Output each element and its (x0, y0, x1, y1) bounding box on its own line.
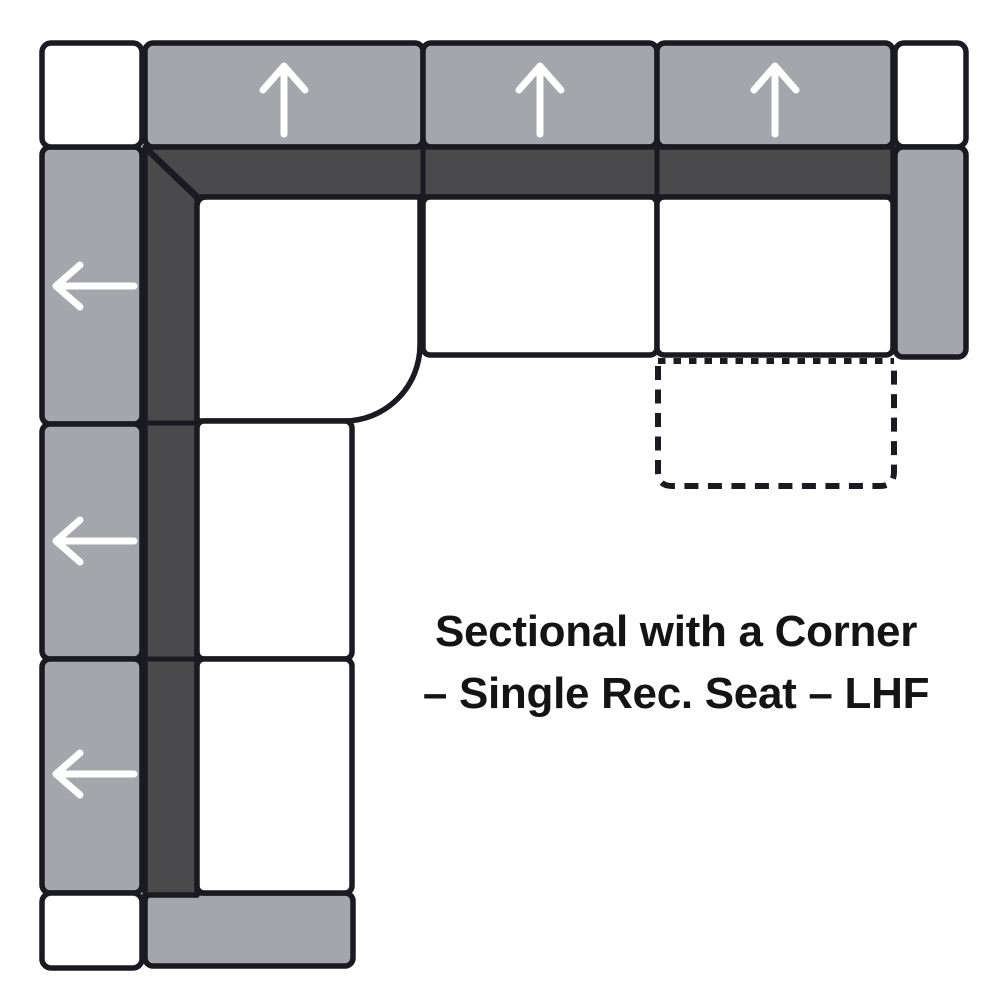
corner-seat (194, 194, 423, 424)
armrest-right (892, 144, 969, 360)
recliner-footprint-dashed (655, 358, 897, 489)
up-arrow-icon (259, 62, 309, 138)
seat-cushions (194, 194, 896, 896)
back-cushion-left (142, 145, 200, 898)
seat-top-right (654, 194, 896, 358)
back-cushions (139, 144, 896, 898)
back-cushion-top (142, 144, 896, 200)
caption: Sectional with a Corner – Single Rec. Se… (376, 601, 976, 725)
corner-block-top-left (39, 40, 145, 150)
armrest-bottom (142, 890, 356, 969)
recliner-footprint-outline (655, 366, 897, 489)
back-panels-top (142, 40, 896, 150)
left-arrow-icon (52, 749, 138, 799)
left-arrow-icon (52, 261, 138, 311)
seat-left-middle (194, 418, 355, 662)
up-arrow-icon (750, 62, 800, 138)
direction-arrows (52, 62, 800, 799)
seat-top-middle (420, 194, 660, 358)
back-panels-left (39, 144, 145, 896)
seat-left-bottom (194, 656, 355, 896)
left-arrow-icon (52, 516, 138, 566)
corner-block-bottom-left (39, 890, 145, 971)
caption-line-2: – Single Rec. Seat – LHF (422, 669, 930, 718)
corner-block-top-right (892, 40, 969, 150)
caption-line-1: Sectional with a Corner (434, 607, 918, 656)
up-arrow-icon (515, 62, 565, 138)
